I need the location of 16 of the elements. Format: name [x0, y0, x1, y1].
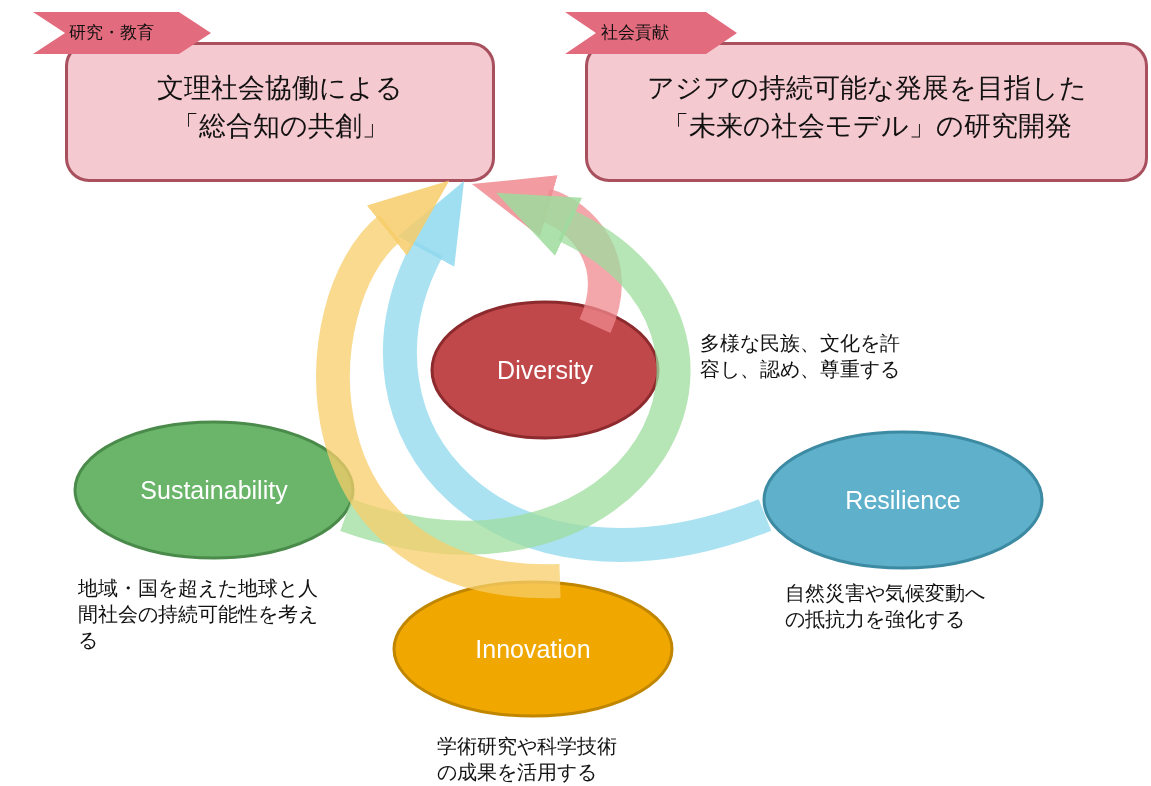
- ellipse-label: Diversity: [496, 355, 594, 385]
- description-text: 自然災害や気候変動への抵抗力を強化する: [785, 581, 986, 632]
- description-text: 学術研究や科学技術の成果を活用する: [437, 734, 618, 785]
- ellipse-label: Resilience: [844, 485, 962, 515]
- ellipse: [430, 300, 660, 440]
- curved-arrow: [473, 176, 622, 332]
- tab-label: 社会貢献: [565, 12, 737, 54]
- box-title: アジアの持続可能な発展を目指した「未来の社会モデル」の研究開発: [645, 72, 1088, 143]
- tab-label: 研究・教育: [33, 12, 211, 54]
- box-title: 文理社会協働による「総合知の共創」: [156, 72, 404, 143]
- ellipse-label: Sustainability: [139, 475, 289, 505]
- description-text: 多様な民族、文化を許容し、認め、尊重する: [700, 331, 901, 382]
- description-text: 地域・国を超えた地球と人間社会の持続可能性を考える: [78, 576, 319, 653]
- ellipse: [392, 580, 674, 718]
- ellipse: [762, 430, 1044, 570]
- ellipse-label: Innovation: [474, 634, 592, 664]
